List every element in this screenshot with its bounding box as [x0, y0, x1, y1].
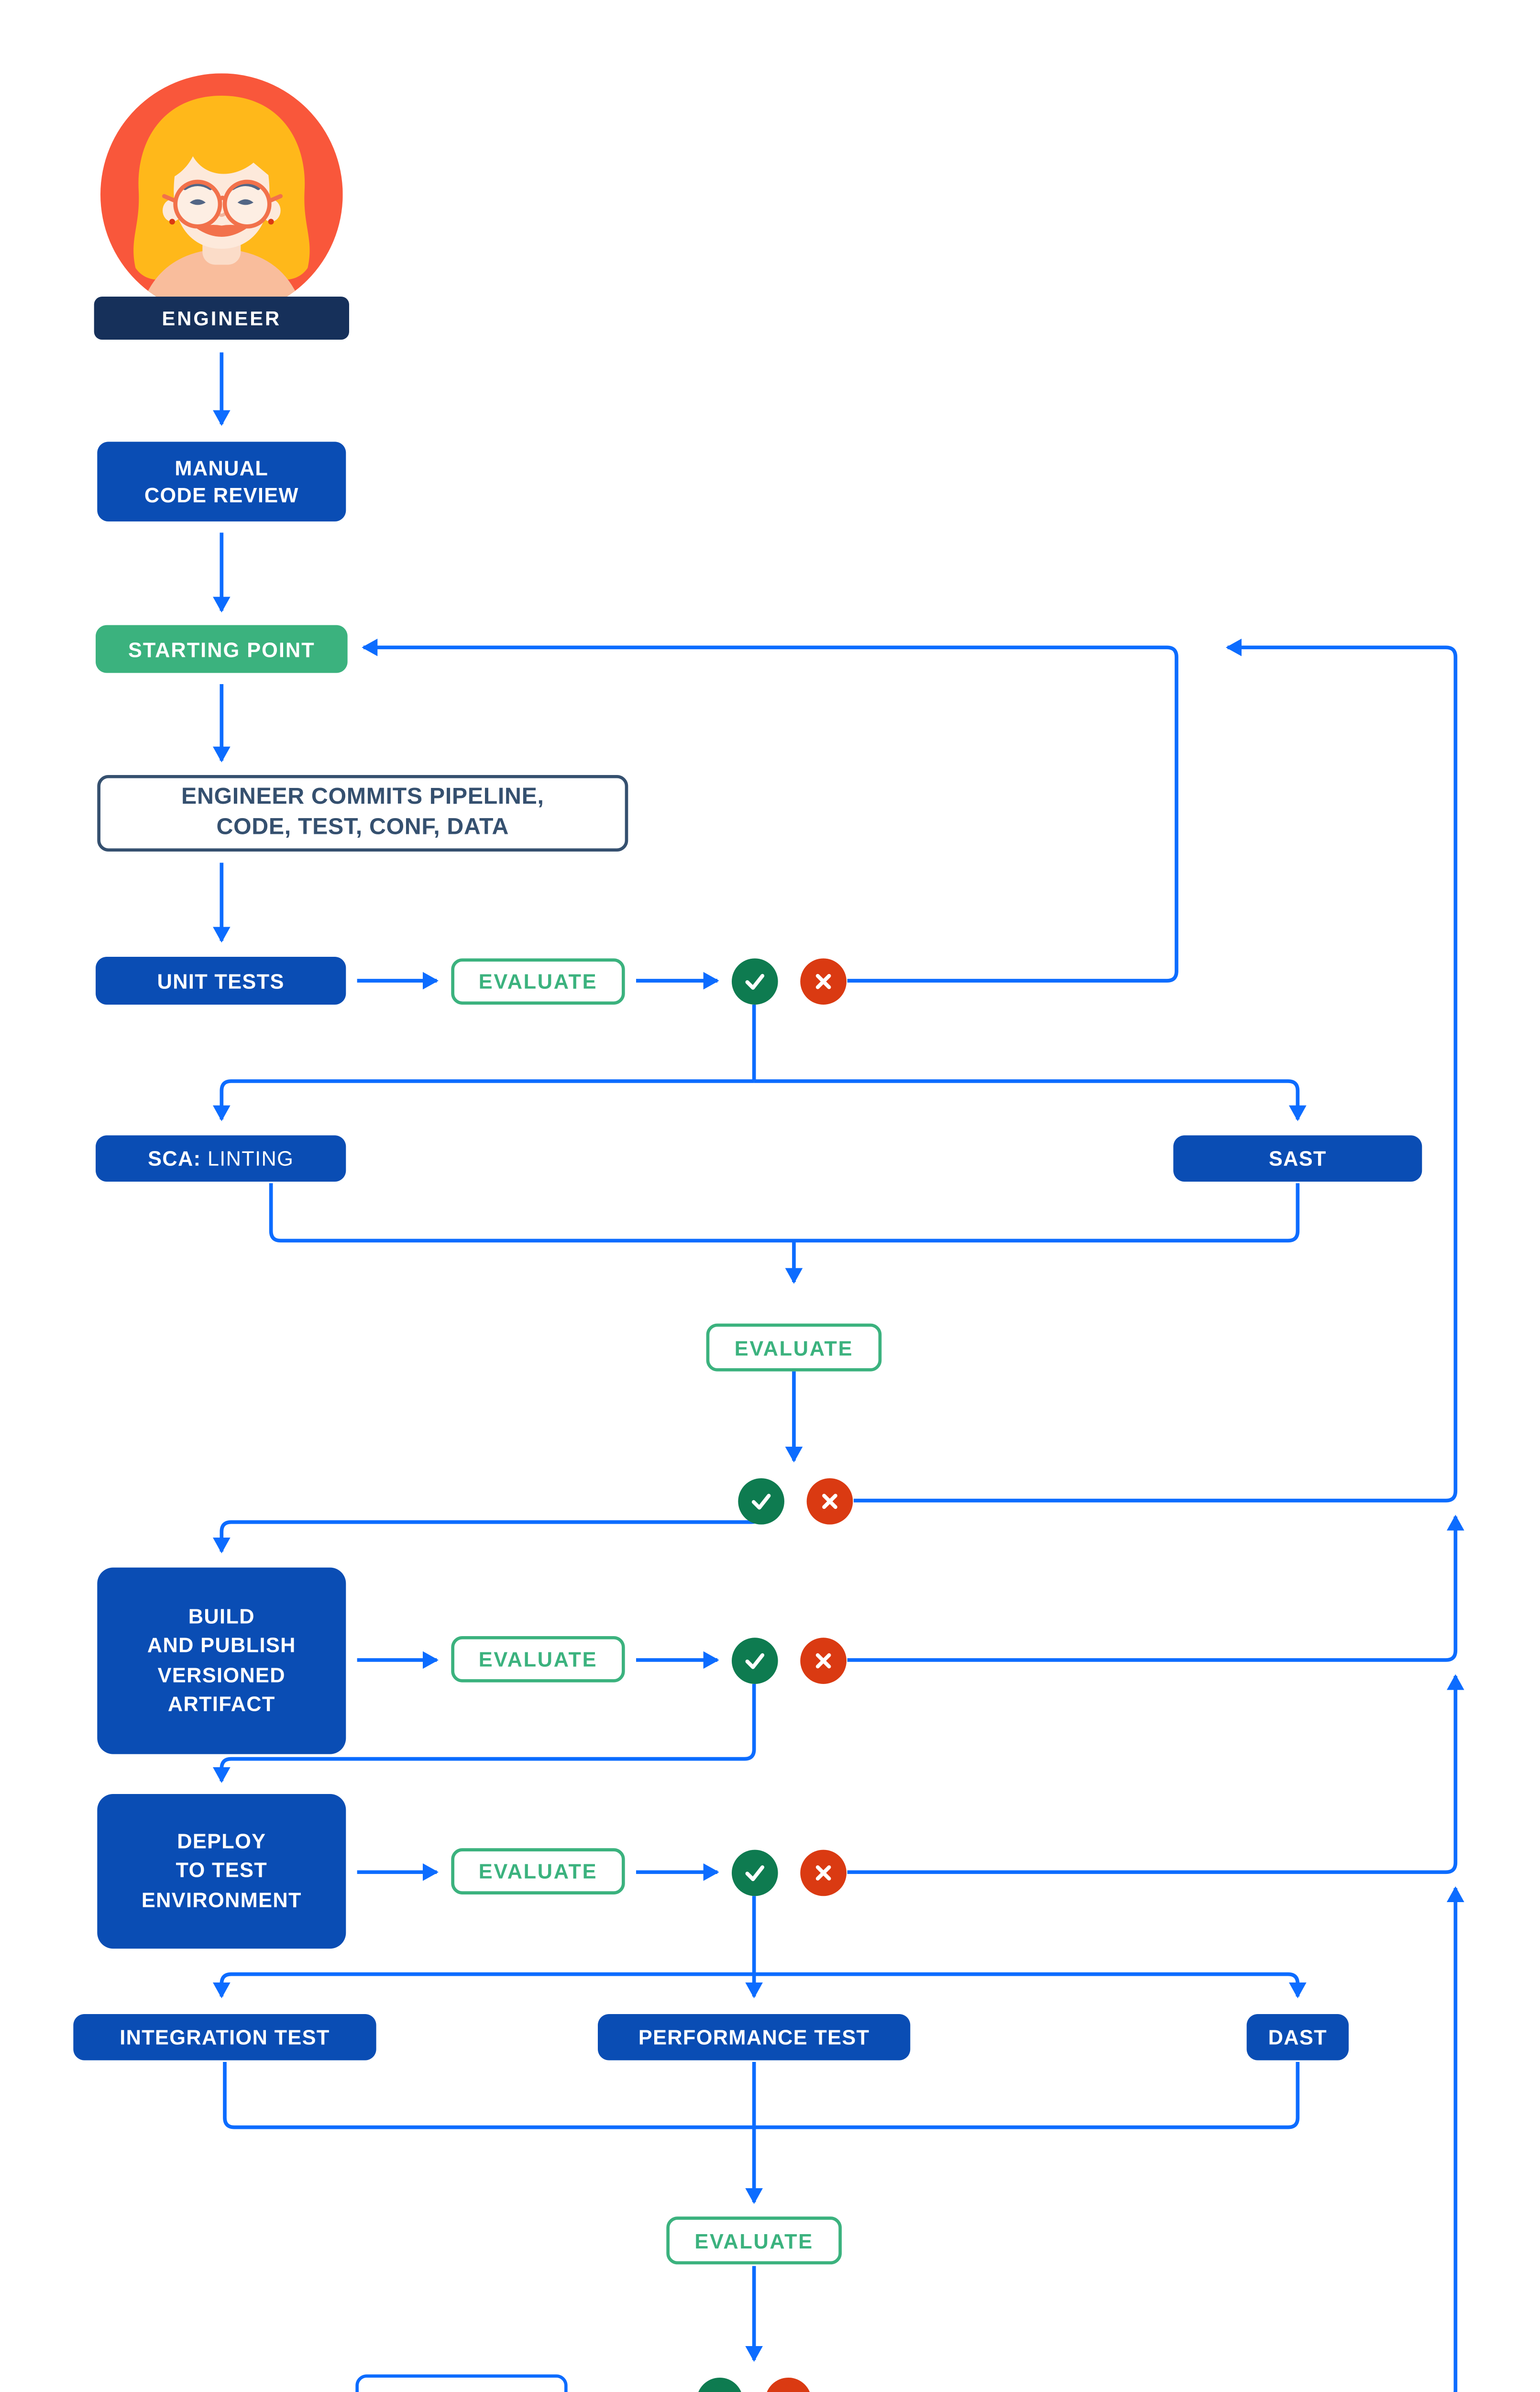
avatar-glasses-left: [173, 179, 222, 229]
edge-sast-out: [793, 1183, 1300, 1243]
x-icon: [821, 1493, 837, 1508]
deploy-node: DEPLOY TO TEST ENVIRONMENT: [97, 1794, 346, 1949]
evaluate-tests: EVALUATE: [666, 2216, 842, 2265]
edge-split-to-sast: [754, 1079, 1307, 1121]
edge-split-to-dast: [754, 1972, 1307, 1998]
deploy-text: DEPLOY TO TEST ENVIRONMENT: [141, 1828, 302, 1912]
manual-code-review-node: MANUAL CODE REVIEW: [97, 442, 346, 521]
fail-indicator-sca-sast: [805, 1477, 852, 1524]
avatar-glasses-right: [222, 179, 272, 229]
unit-tests-text: UNIT TESTS: [157, 968, 285, 993]
starting-point-text: STARTING POINT: [128, 637, 315, 661]
x-icon: [815, 973, 830, 988]
avatar-fringe: [170, 121, 273, 179]
performance-test-text: PERFORMANCE TEST: [638, 2025, 870, 2049]
starting-point-node: STARTING POINT: [95, 625, 348, 673]
engineer-avatar: [100, 73, 343, 316]
engineer-label: ENGINEER: [94, 296, 349, 340]
check-icon: [744, 973, 764, 989]
avatar-glasses-bridge: [218, 196, 227, 201]
edge-split-to-integration: [212, 1972, 754, 1998]
avatar-lips: [196, 224, 247, 237]
evaluate-text: EVALUATE: [694, 2228, 814, 2253]
commit-text: ENGINEER COMMITS PIPELINE, CODE, TEST, C…: [181, 784, 544, 841]
x-icon: [815, 1652, 830, 1668]
edge-fail1-loop-to-start: [362, 638, 1178, 983]
edge-integration-out: [223, 2061, 754, 2129]
sca-linting-node: SCA: LINTING: [95, 1135, 346, 1182]
x-icon: [772, 2385, 803, 2392]
pass-indicator-build: [731, 1637, 777, 1683]
evaluate-build: EVALUATE: [451, 1636, 625, 1683]
engineer-label-text: ENGINEER: [162, 307, 282, 330]
sca-linting-text: SCA: LINTING: [148, 1146, 294, 1171]
dast-text: DAST: [1268, 2025, 1327, 2049]
fail-indicator-build: [799, 1637, 846, 1683]
unit-tests-node: UNIT TESTS: [95, 956, 346, 1005]
check-icon: [751, 1493, 770, 1509]
fail-indicator-deploy: [799, 1849, 846, 1895]
edge-fail2-loop-to-start: [853, 638, 1458, 1503]
edge-dast-out: [754, 2061, 1300, 2129]
build-artifact-text: BUILD AND PUBLISH VERSIONED ARTIFACT: [147, 1603, 296, 1716]
pass-indicator-unit-tests: [731, 957, 777, 1004]
evaluate-unit-tests: EVALUATE: [451, 958, 625, 1005]
avatar-glasses-temples: [162, 194, 283, 203]
evaluate-text: EVALUATE: [478, 1859, 598, 1883]
edge-sca-out: [269, 1183, 794, 1243]
check-icon: [744, 1652, 764, 1669]
evaluate-text: EVALUATE: [734, 1335, 854, 1360]
avatar-eye-right: [237, 199, 253, 205]
evaluate-text: EVALUATE: [478, 1647, 598, 1672]
fail-indicator-unit-tests: [799, 957, 846, 1004]
commit-node: ENGINEER COMMITS PIPELINE, CODE, TEST, C…: [97, 775, 628, 852]
next-phase-text: NEXT PHASE: [385, 2388, 538, 2392]
check-icon: [704, 2385, 734, 2392]
evaluate-sca-sast: EVALUATE: [706, 1323, 882, 1372]
edge-split-to-sca: [212, 1079, 754, 1121]
check-icon: [744, 1864, 764, 1881]
dast-node: DAST: [1246, 2014, 1349, 2060]
integration-test-text: INTEGRATION TEST: [120, 2025, 330, 2049]
edge-fail5-loop-up: [1446, 1886, 1464, 2392]
build-artifact-node: BUILD AND PUBLISH VERSIONED ARTIFACT: [97, 1567, 346, 1754]
evaluate-deploy: EVALUATE: [451, 1848, 625, 1894]
x-icon: [815, 1864, 830, 1880]
manual-code-review-text: MANUAL CODE REVIEW: [144, 456, 299, 507]
next-phase-node: NEXT PHASE: [355, 2374, 568, 2392]
integration-test-node: INTEGRATION TEST: [73, 2014, 376, 2060]
edge-fail4-loop-up: [847, 1674, 1464, 1874]
edge-pass3-to-deploy: [212, 1683, 756, 1783]
evaluate-text: EVALUATE: [478, 969, 598, 994]
edge-pass2-to-build: [212, 1515, 762, 1553]
sast-text: SAST: [1268, 1146, 1327, 1171]
pass-indicator-deploy: [731, 1849, 777, 1895]
edge-fail3-loop-up: [847, 1515, 1464, 1662]
sast-node: SAST: [1173, 1135, 1422, 1182]
avatar-eyebrow-left: [183, 182, 212, 190]
pass-indicator-sca-sast: [737, 1477, 784, 1524]
avatar-earring-right: [268, 219, 274, 225]
avatar-eye-left: [189, 199, 206, 205]
avatar-earring-left: [169, 219, 175, 225]
performance-test-node: PERFORMANCE TEST: [597, 2014, 911, 2060]
